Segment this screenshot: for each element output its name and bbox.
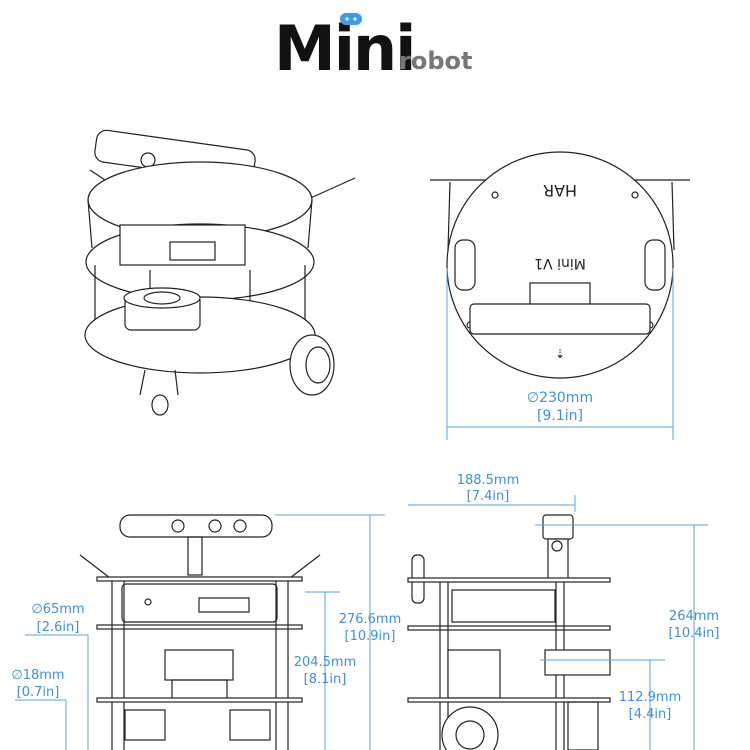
plate-text: Mini V1 — [534, 255, 586, 271]
mid-height-mm: 204.5mm — [294, 655, 357, 670]
isometric-view — [84, 129, 356, 416]
logo: Mini robot — [274, 12, 472, 85]
height-mm: 264mm — [669, 609, 719, 624]
caster-diameter-mm: ∅18mm — [11, 668, 64, 683]
side-view: 188.5mm [7.4in] 264mm [10.4in] 112.9mm [… — [407, 473, 720, 750]
logo-sub: robot — [399, 47, 472, 75]
wheel-diameter-in: [2.6in] — [37, 620, 80, 635]
length-in: [7.4in] — [467, 489, 510, 504]
top-diameter-mm: ∅230mm — [527, 390, 593, 406]
total-height-mm: 276.6mm — [339, 612, 402, 627]
lidar-height-mm: 112.9mm — [619, 690, 682, 705]
top-view: HAR Mini V1 ⇣ ∅230mm [9.1in] — [430, 151, 690, 440]
wheel-diameter-mm: ∅65mm — [31, 602, 84, 617]
svg-text:⇣: ⇣ — [555, 347, 565, 361]
lidar-height-in: [4.4in] — [629, 707, 672, 722]
total-height-in: [10.9in] — [345, 629, 396, 644]
logo-robot-face-icon — [340, 13, 362, 25]
caster-diameter-in: [0.7in] — [17, 685, 60, 700]
front-view: 276.6mm [10.9in] 204.5mm [8.1in] ∅65mm [… — [11, 514, 402, 750]
height-in: [10.4in] — [669, 626, 720, 641]
top-diameter-in: [9.1in] — [537, 408, 583, 424]
plate-mark-text: HAR — [543, 181, 577, 200]
mid-height-in: [8.1in] — [304, 672, 347, 687]
length-mm: 188.5mm — [457, 473, 520, 488]
